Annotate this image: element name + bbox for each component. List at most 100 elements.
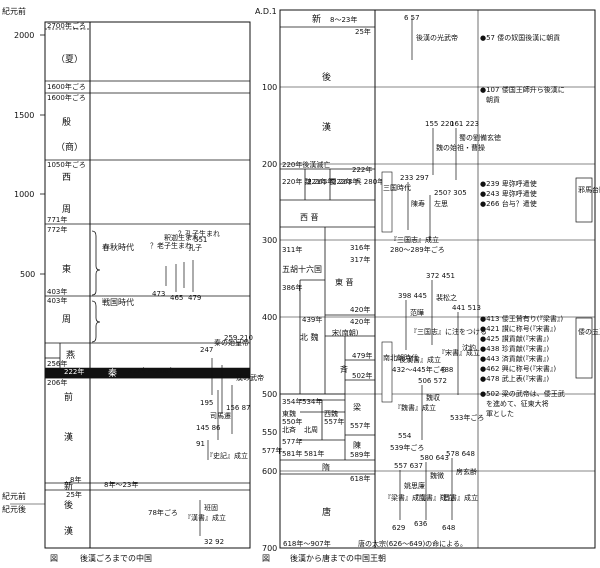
r-weishu-year: 554 xyxy=(398,432,412,440)
year-256: 256年 xyxy=(47,359,67,368)
r-liu: 蜀の劉備玄徳 xyxy=(459,133,501,142)
r-sui: 隋 xyxy=(322,462,330,472)
r-sanguo: 三国時代 xyxy=(383,183,411,192)
left-tick-1000: 1000 xyxy=(14,190,34,199)
dyn-west-zhou-2: 周 xyxy=(62,204,71,215)
r-year-25: 25年 xyxy=(355,27,371,36)
r-note-533: 533年ごろ xyxy=(450,413,484,422)
r-liu-years: 161 223 xyxy=(450,120,479,128)
r-wei-shou-years: 506 572 xyxy=(418,377,447,385)
shihuang: 秦の始皇帝 xyxy=(214,338,249,347)
right-caption-prefix: 図 xyxy=(262,554,270,563)
right-caption: 後漢から唐までの中国王朝 xyxy=(290,553,386,563)
r-fang-years: 578 648 xyxy=(446,450,475,458)
r-year-550: 550年 xyxy=(282,417,302,426)
left-era-ad: 紀元後 xyxy=(2,504,26,514)
r-houhan: 『後漢書』成立 xyxy=(392,355,441,364)
shiji: 『史記』成立 xyxy=(206,451,248,460)
r-shu-block: 221年 蜀 263年 xyxy=(307,177,359,186)
left-tick-2000: 2000 xyxy=(14,31,34,40)
r-tang-note: 唐の太宗(626～649)の命による。 xyxy=(358,539,467,548)
period-warring: 戦国時代 xyxy=(102,297,134,307)
r-year-439: 439年 xyxy=(302,315,322,324)
r-songshu-year: 488 xyxy=(440,366,453,374)
r-weishu: 『魏書』成立 xyxy=(394,403,436,412)
num-247: 247 xyxy=(200,346,213,354)
r-zuo-years: 250? 305 xyxy=(434,189,467,197)
right-tick-550: 550 xyxy=(262,428,277,437)
right-tick-600: 600 xyxy=(262,467,277,476)
right-tick-100: 100 xyxy=(262,83,277,92)
event-107b: 朝貢 xyxy=(486,96,500,104)
r-wu-block: 222年 呉 280年 xyxy=(332,177,384,186)
r-sanguozhi-note: 280～289年ごろ xyxy=(390,245,445,254)
left-tick-500: 500 xyxy=(20,270,35,279)
r-year-589: 589年 xyxy=(350,450,370,459)
event-243: ●243 卑弥呼遣使 xyxy=(480,189,537,198)
r-year-220a: 220年後漢滅亡 xyxy=(282,160,330,169)
r-fan-years: 398 445 xyxy=(398,292,427,300)
dyn-zhou: 周 xyxy=(62,314,71,325)
right-tick-700: 700 xyxy=(262,544,277,553)
event-502: ●502 梁の武帝は、倭王武 xyxy=(480,389,565,398)
dyn-qian-2: 漢 xyxy=(64,431,73,443)
r-year-386: 386年 xyxy=(282,283,302,292)
r-yamatai: 邪馬台国時代 xyxy=(578,185,600,194)
r-year-581b: 581年 xyxy=(304,449,324,458)
r-year-479: 479年 xyxy=(352,351,372,360)
r-year-222: 222年 xyxy=(352,165,372,174)
right-tick-300: 300 xyxy=(262,236,277,245)
dyn-xin: 新 xyxy=(64,480,73,492)
year-403a: 403年 xyxy=(47,287,67,296)
right-chart: A.D.1 100 200 300 400 500 550 577年 600 7… xyxy=(255,7,600,563)
r-year-577: 577年 xyxy=(282,437,302,446)
dyn-hou-2: 漢 xyxy=(64,525,73,537)
r-wuhu: 五胡十六国 xyxy=(282,264,322,274)
r-chen-years: 233 297 xyxy=(400,174,429,182)
r-year-316: 316年 xyxy=(350,243,370,252)
event-443: ●443 済貢献(『宋書』) xyxy=(480,354,549,363)
r-year-311: 311年 xyxy=(282,245,302,254)
r-year-557b: 557年 xyxy=(350,421,370,430)
r-guangwu-years: 6 57 xyxy=(404,14,420,22)
r-year-502: 502年 xyxy=(352,371,372,380)
r-note-539: 539年ごろ xyxy=(390,443,424,452)
r-bei-qi: 北斉 xyxy=(282,425,296,434)
r-wei-zheng-years: 580 643 xyxy=(420,454,449,462)
dyn-yin: 殷 xyxy=(62,116,71,128)
r-year-354: 354年 xyxy=(282,397,302,406)
right-axis-top: A.D.1 xyxy=(255,7,277,16)
event-462: ●462 興に称号(『宋書』) xyxy=(480,364,556,373)
event-107: ●107 倭国王師升ら後漢に xyxy=(480,85,565,94)
dyn-yan: 燕 xyxy=(66,349,75,361)
r-yao: 姚思廉 xyxy=(404,481,425,490)
event-478: ●478 武上表(『宋書』) xyxy=(480,374,549,383)
r-jinshu-year: 648 xyxy=(442,524,455,532)
r-sanguozhi: 『三国志』成立 xyxy=(390,235,439,244)
r-dong-wei: 東魏 xyxy=(282,409,296,418)
r-cao: 魏の始祖・曹操 xyxy=(436,143,485,152)
shihuang-years: 259 210 xyxy=(224,334,253,342)
right-tick-577: 577年 xyxy=(262,446,282,455)
r-shen-years: 441 513 xyxy=(452,304,481,312)
num-473: 473 xyxy=(152,290,165,298)
hanshu: 『漢書』成立 xyxy=(184,513,226,522)
right-tick-500: 500 xyxy=(262,390,277,399)
num-479: 479 xyxy=(188,294,201,302)
han-wudi: 漢の武帝 xyxy=(236,373,264,382)
r-tang: 唐 xyxy=(322,506,331,518)
r-wei-block: 220年 魏 265年 xyxy=(282,177,334,186)
span-xin: 8年～23年 xyxy=(104,480,138,489)
sima-years: 145 86 xyxy=(196,424,221,432)
year-403b: 403年 xyxy=(47,296,67,305)
dyn-qian-1: 前 xyxy=(64,391,73,403)
r-zuo: 左思 xyxy=(434,199,448,208)
r-fang: 房玄齢 xyxy=(456,467,477,476)
dyn-hou-1: 後 xyxy=(64,499,73,511)
r-wuou: 倭の五王の時代 xyxy=(578,327,600,336)
r-xi-jin: 西 晋 xyxy=(300,213,319,222)
right-tick-200: 200 xyxy=(262,160,277,169)
hanshu-note: 78年ごろ xyxy=(148,508,178,517)
r-year-420b: 420年 xyxy=(350,317,370,326)
left-tick-1500: 1500 xyxy=(14,111,34,120)
